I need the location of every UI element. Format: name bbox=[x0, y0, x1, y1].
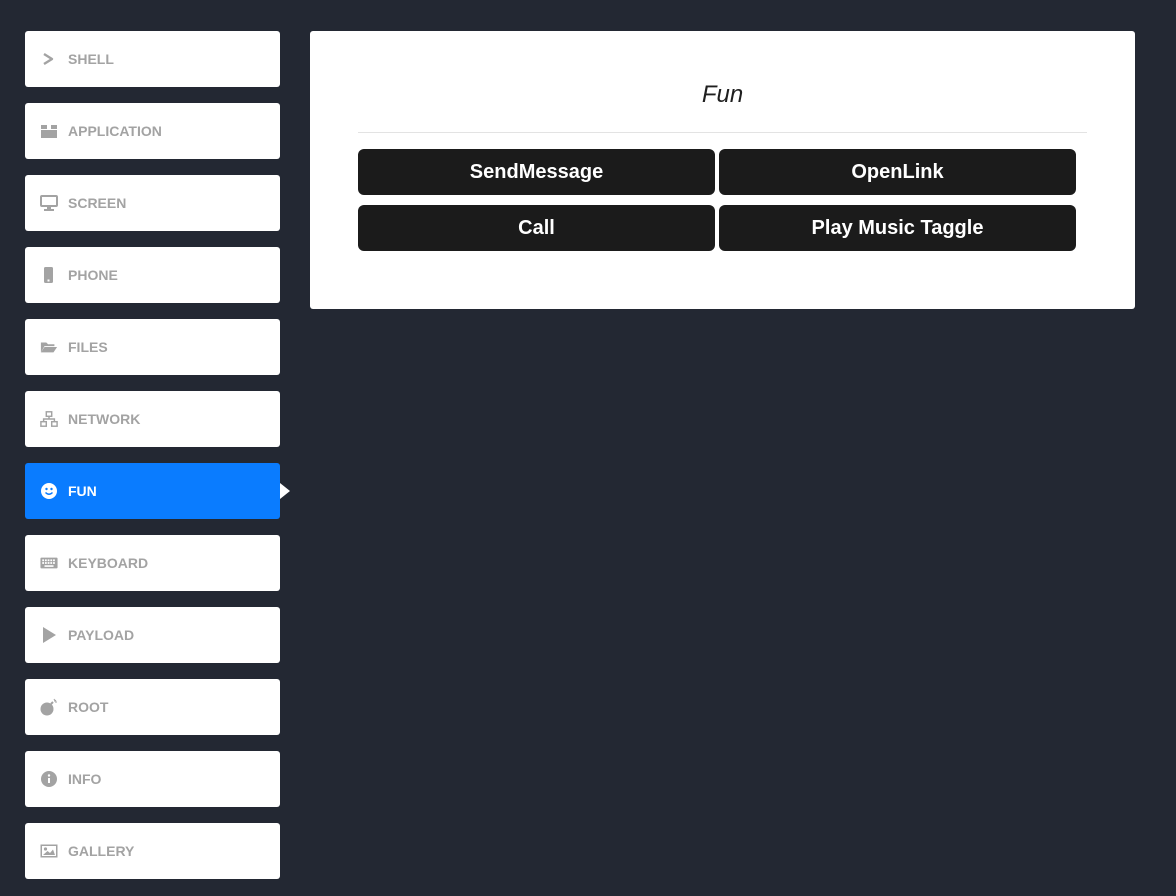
bomb-icon bbox=[40, 698, 58, 716]
sidebar-item-screen[interactable]: SCREEN bbox=[25, 175, 280, 231]
sidebar-item-files[interactable]: FILES bbox=[25, 319, 280, 375]
sidebar-item-label: GALLERY bbox=[68, 843, 135, 859]
call-button[interactable]: Call bbox=[358, 205, 715, 251]
sidebar-item-label: FILES bbox=[68, 339, 108, 355]
sidebar-item-root[interactable]: ROOT bbox=[25, 679, 280, 735]
sidebar: SHELL APPLICATION SCREEN PHONE FILES NET… bbox=[25, 31, 280, 895]
keyboard-icon bbox=[40, 554, 58, 572]
sidebar-item-shell[interactable]: SHELL bbox=[25, 31, 280, 87]
fun-panel: Fun SendMessage OpenLink Call Play Music… bbox=[310, 31, 1135, 309]
sidebar-item-info[interactable]: INFO bbox=[25, 751, 280, 807]
panel-title: Fun bbox=[701, 81, 744, 108]
sidebar-item-label: PAYLOAD bbox=[68, 627, 135, 643]
sidebar-item-label: KEYBOARD bbox=[68, 555, 149, 571]
sidebar-item-gallery[interactable]: GALLERY bbox=[25, 823, 280, 879]
sidebar-item-label: APPLICATION bbox=[68, 123, 162, 139]
sidebar-item-fun[interactable]: FUN bbox=[25, 463, 280, 519]
folder-icon bbox=[40, 338, 58, 356]
sidebar-item-label: SHELL bbox=[68, 51, 114, 67]
play-icon bbox=[40, 626, 58, 644]
open-link-button[interactable]: OpenLink bbox=[719, 149, 1076, 195]
send-message-button[interactable]: SendMessage bbox=[358, 149, 715, 195]
network-icon bbox=[40, 410, 58, 428]
sidebar-item-label: SCREEN bbox=[68, 195, 127, 211]
terminal-icon bbox=[40, 50, 58, 68]
info-icon bbox=[40, 770, 58, 788]
smile-icon bbox=[40, 482, 58, 500]
sidebar-item-label: NETWORK bbox=[68, 411, 141, 427]
image-icon bbox=[40, 842, 58, 860]
sidebar-item-phone[interactable]: PHONE bbox=[25, 247, 280, 303]
divider bbox=[358, 132, 1087, 133]
sidebar-item-label: PHONE bbox=[68, 267, 118, 283]
sidebar-item-keyboard[interactable]: KEYBOARD bbox=[25, 535, 280, 591]
sidebar-item-application[interactable]: APPLICATION bbox=[25, 103, 280, 159]
action-button-grid: SendMessage OpenLink Call Play Music Tag… bbox=[358, 149, 1078, 251]
sidebar-item-label: FUN bbox=[68, 483, 97, 499]
sidebar-item-network[interactable]: NETWORK bbox=[25, 391, 280, 447]
monitor-icon bbox=[40, 194, 58, 212]
play-music-toggle-button[interactable]: Play Music Taggle bbox=[719, 205, 1076, 251]
sidebar-item-payload[interactable]: PAYLOAD bbox=[25, 607, 280, 663]
sidebar-item-label: INFO bbox=[68, 771, 102, 787]
phone-icon bbox=[40, 266, 58, 284]
box-icon bbox=[40, 122, 58, 140]
sidebar-item-label: ROOT bbox=[68, 699, 109, 715]
